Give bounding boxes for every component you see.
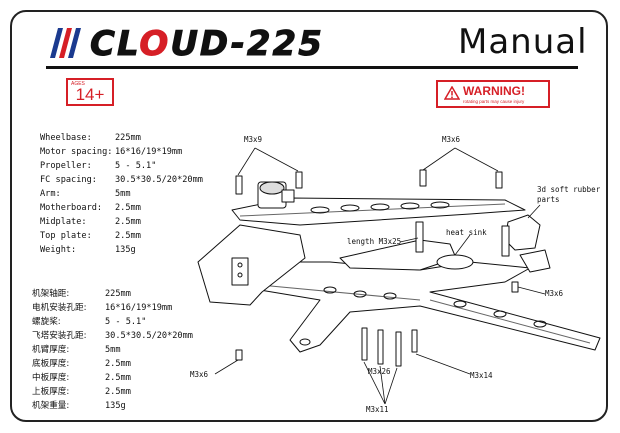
spec-label: 机架轴距: bbox=[32, 289, 70, 299]
age-badge-caption: AGES bbox=[71, 81, 85, 87]
manual-title: Manual bbox=[458, 22, 588, 62]
spec-value: 30.5*30.5/20*20mm bbox=[115, 175, 203, 185]
side-plate bbox=[197, 224, 306, 306]
header-divider bbox=[46, 66, 578, 69]
leader-lines bbox=[214, 147, 546, 405]
camera-mount bbox=[257, 181, 295, 209]
spec-label: Top plate: bbox=[40, 231, 92, 241]
callout-m3x6-left: M3x6 bbox=[190, 370, 209, 379]
spec-label: Wheelbase: bbox=[40, 133, 92, 143]
top-plate bbox=[231, 197, 526, 226]
spec-label: Motherboard: bbox=[40, 203, 103, 213]
spec-label: 电机安装孔距: bbox=[32, 303, 87, 313]
warning-triangle-icon bbox=[444, 86, 460, 100]
spec-value: 5mm bbox=[105, 345, 121, 355]
logo-suffix: UD-225 bbox=[170, 24, 324, 65]
spec-value: 16*16/19*19mm bbox=[115, 147, 183, 157]
logo-prefix: CL bbox=[89, 24, 140, 65]
spec-value: 16*16/19*19mm bbox=[105, 303, 173, 313]
spec-value: 5 - 5.1" bbox=[105, 317, 147, 327]
warning-title: WARNING! bbox=[463, 84, 525, 98]
callout-m3x26: M3x26 bbox=[368, 367, 391, 376]
standoffs bbox=[235, 169, 519, 367]
spec-label: 机架重量: bbox=[32, 401, 70, 411]
rubber-parts bbox=[504, 214, 551, 273]
spec-value: 2.5mm bbox=[105, 373, 131, 383]
spec-label: 飞塔安装孔距: bbox=[32, 331, 87, 341]
callout-heat-sink: heat sink bbox=[446, 228, 487, 237]
warning-subtitle: rotating parts may cause injury bbox=[463, 99, 525, 104]
spec-label: Propeller: bbox=[40, 161, 92, 171]
logo-stripes-icon bbox=[50, 28, 81, 58]
spec-value: 30.5*30.5/20*20mm bbox=[105, 331, 193, 341]
callout-m3x9: M3x9 bbox=[244, 135, 263, 144]
spec-value: 225mm bbox=[115, 133, 141, 143]
spec-value: 2.5mm bbox=[115, 217, 141, 227]
callout-rubber-line1: 3d soft rubber bbox=[537, 185, 601, 194]
spec-label: Weight: bbox=[40, 245, 77, 255]
mid-plate bbox=[339, 239, 474, 271]
callout-m3x14: M3x14 bbox=[470, 371, 493, 380]
warning-badge: WARNING! rotating parts may cause injury bbox=[436, 80, 550, 108]
spec-label: Motor spacing: bbox=[40, 147, 113, 157]
spec-label: Midplate: bbox=[40, 217, 87, 227]
age-badge: AGES 14+ bbox=[66, 78, 114, 106]
spec-label: 螺旋桨: bbox=[32, 317, 61, 327]
callout-rubber-line2: parts bbox=[537, 195, 560, 204]
age-badge-text: 14+ bbox=[75, 85, 105, 104]
spec-value: 5mm bbox=[115, 189, 131, 199]
spec-value: 135g bbox=[115, 245, 136, 255]
page-border bbox=[10, 10, 608, 422]
spec-value: 2.5mm bbox=[105, 387, 131, 397]
spec-label: Arm: bbox=[40, 189, 61, 199]
spec-label: 中板厚度: bbox=[32, 373, 70, 383]
callout-m3x11: M3x11 bbox=[366, 405, 389, 414]
logo-red-letter: O bbox=[139, 24, 171, 65]
callout-m3x6-top: M3x6 bbox=[442, 135, 461, 144]
spec-value: 225mm bbox=[105, 289, 131, 299]
spec-label: 上板厚度: bbox=[32, 387, 70, 397]
spec-label: 机臂厚度: bbox=[32, 345, 70, 355]
spec-label: FC spacing: bbox=[40, 175, 97, 185]
spec-value: 2.5mm bbox=[115, 203, 141, 213]
spec-value: 2.5mm bbox=[115, 231, 141, 241]
spec-value: 2.5mm bbox=[105, 359, 131, 369]
callout-length: length M3x25 bbox=[347, 237, 402, 246]
spec-value: 135g bbox=[105, 401, 126, 411]
callout-m3x6-right: M3x6 bbox=[545, 289, 564, 298]
product-logo: CLOUD-225 bbox=[89, 24, 324, 65]
spec-label: 底板厚度: bbox=[32, 359, 70, 369]
spec-value: 5 - 5.1" bbox=[115, 161, 157, 171]
